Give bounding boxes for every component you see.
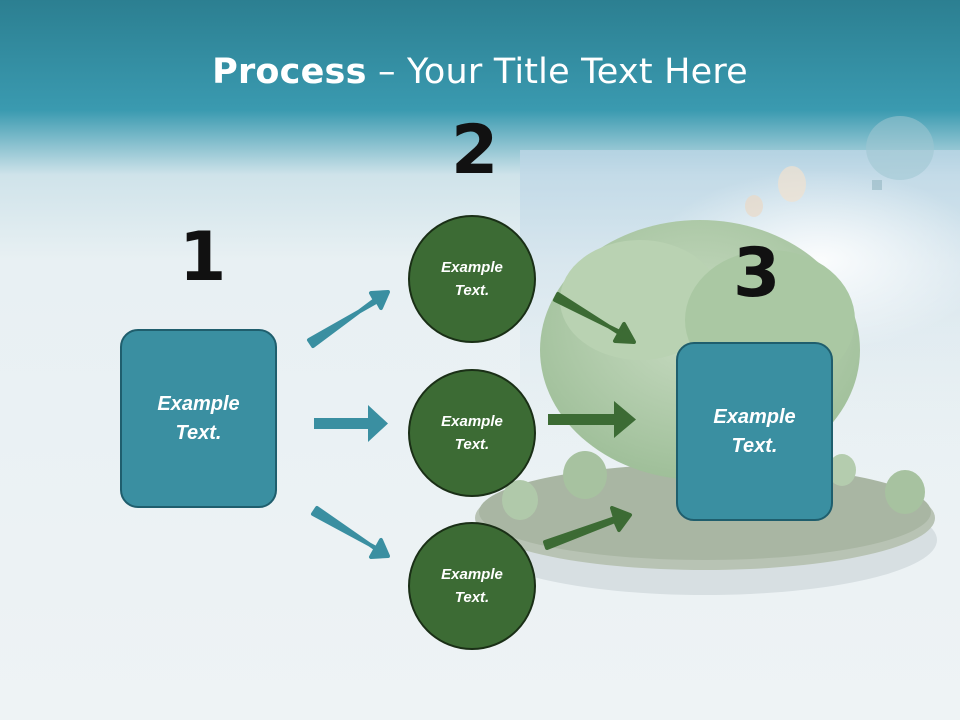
- step-number-2: 2: [451, 111, 499, 190]
- arrow-bottom-to-right-box: [543, 506, 632, 550]
- step-1-box-text: Example Text.: [157, 392, 240, 444]
- hot-air-balloon-icon: [866, 116, 934, 190]
- circle-middle-text: Example Text.: [441, 413, 503, 453]
- step-3-box-text: Example Text.: [713, 405, 796, 457]
- page-title: Process – Your Title Text Here: [0, 52, 960, 92]
- step-1-box: Example Text.: [120, 329, 277, 508]
- arrow-to-middle-circle: [314, 405, 388, 442]
- step-3-box: Example Text.: [676, 342, 833, 521]
- step-2-circle-middle: Example Text.: [408, 369, 536, 497]
- title-bold: Process: [212, 52, 367, 92]
- arrow-middle-to-right-box: [548, 401, 636, 438]
- circle-bottom-text: Example Text.: [441, 566, 503, 606]
- hot-air-balloon-small-icon: [745, 166, 806, 217]
- arrow-to-top-circle: [307, 290, 390, 348]
- circle-top-text: Example Text.: [441, 259, 503, 299]
- step-number-1: 1: [179, 218, 227, 297]
- title-rest: – Your Title Text Here: [366, 52, 748, 92]
- step-2-circle-bottom: Example Text.: [408, 522, 536, 650]
- arrow-top-to-right-box: [553, 292, 636, 344]
- step-number-3: 3: [733, 234, 781, 313]
- arrow-to-bottom-circle: [311, 506, 390, 559]
- step-2-circle-top: Example Text.: [408, 215, 536, 343]
